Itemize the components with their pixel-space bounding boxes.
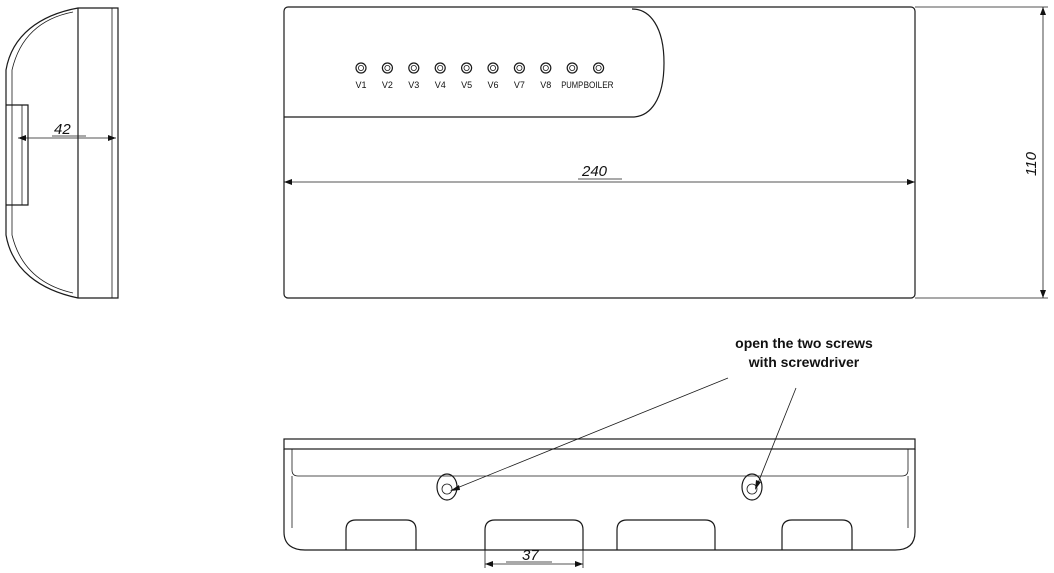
led-label: V2 [382, 80, 393, 90]
led-indicator-icon [434, 62, 446, 74]
led-label: V3 [408, 80, 419, 90]
screw-note-line2: with screwdriver [748, 354, 860, 370]
led-label: V4 [435, 80, 446, 90]
led-indicator-icon [487, 62, 499, 74]
screw-left-icon [436, 473, 458, 501]
led-indicator-icon [355, 62, 367, 74]
led-indicator-icon [408, 62, 420, 74]
led-inner-ring [542, 65, 549, 72]
screw-note-line1: open the two screws [735, 335, 873, 351]
led-label: BOILER [584, 80, 614, 90]
side-view [5, 7, 119, 299]
led-label: V7 [514, 80, 525, 90]
led-inner-ring [489, 65, 496, 72]
led-label: V1 [355, 80, 366, 90]
led-inner-ring [384, 65, 391, 72]
led-indicator-icon [540, 62, 552, 74]
led-inner-ring [463, 65, 470, 72]
led-label: V8 [540, 80, 551, 90]
leader-right-arrow [755, 480, 761, 490]
led-inner-ring [595, 65, 602, 72]
spacing-dimension: 37 [522, 547, 539, 564]
led-label: V5 [461, 80, 472, 90]
led-label: PUMP [561, 80, 583, 90]
led-inner-ring [357, 65, 364, 72]
leader-right [755, 387, 797, 489]
led-inner-ring [516, 65, 523, 72]
led-indicator-icon [381, 62, 393, 74]
leader-left-arrow [450, 485, 460, 491]
led-inner-ring [437, 65, 444, 72]
bottom-view [283, 438, 916, 568]
led-indicator-icon [566, 62, 578, 74]
length-dimension: 240 [581, 163, 608, 180]
led-inner-ring [410, 65, 417, 72]
led-indicator-icon [461, 62, 473, 74]
led-inner-ring [569, 65, 576, 72]
led-label: V6 [487, 80, 498, 90]
screw-right-icon [741, 473, 763, 501]
leader-left [451, 377, 729, 491]
led-indicator-icon [513, 62, 526, 74]
front-view [283, 6, 1048, 299]
depth-dimension: 42 [54, 121, 71, 138]
led-indicator-icon [592, 62, 605, 74]
height-dimension: 110 [1023, 151, 1040, 176]
